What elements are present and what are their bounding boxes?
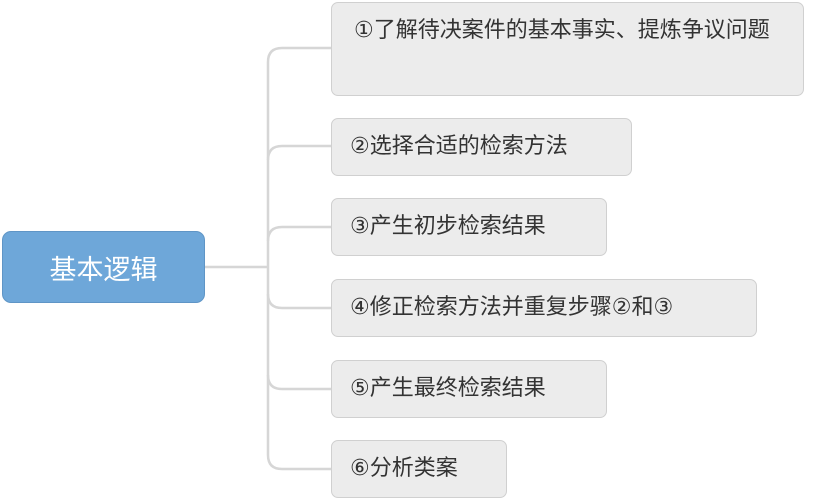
branch-2 — [266, 144, 331, 161]
branch-3 — [266, 225, 331, 242]
node-6[interactable]: ⑥分析类案 — [331, 440, 507, 498]
branch-6 — [266, 454, 331, 471]
node-2[interactable]: ②选择合适的检索方法 — [331, 118, 632, 176]
branch-4 — [266, 293, 331, 310]
node-1[interactable]: ①了解待决案件的基本事实、提炼争议问题 — [331, 2, 804, 96]
node-4[interactable]: ④修正检索方法并重复步骤②和③ — [331, 279, 757, 337]
node-3[interactable]: ③产生初步检索结果 — [331, 198, 607, 256]
root-node[interactable]: 基本逻辑 — [2, 231, 205, 303]
branch-5 — [266, 374, 331, 391]
node-5[interactable]: ⑤产生最终检索结果 — [331, 360, 607, 418]
branch-1 — [266, 46, 331, 63]
